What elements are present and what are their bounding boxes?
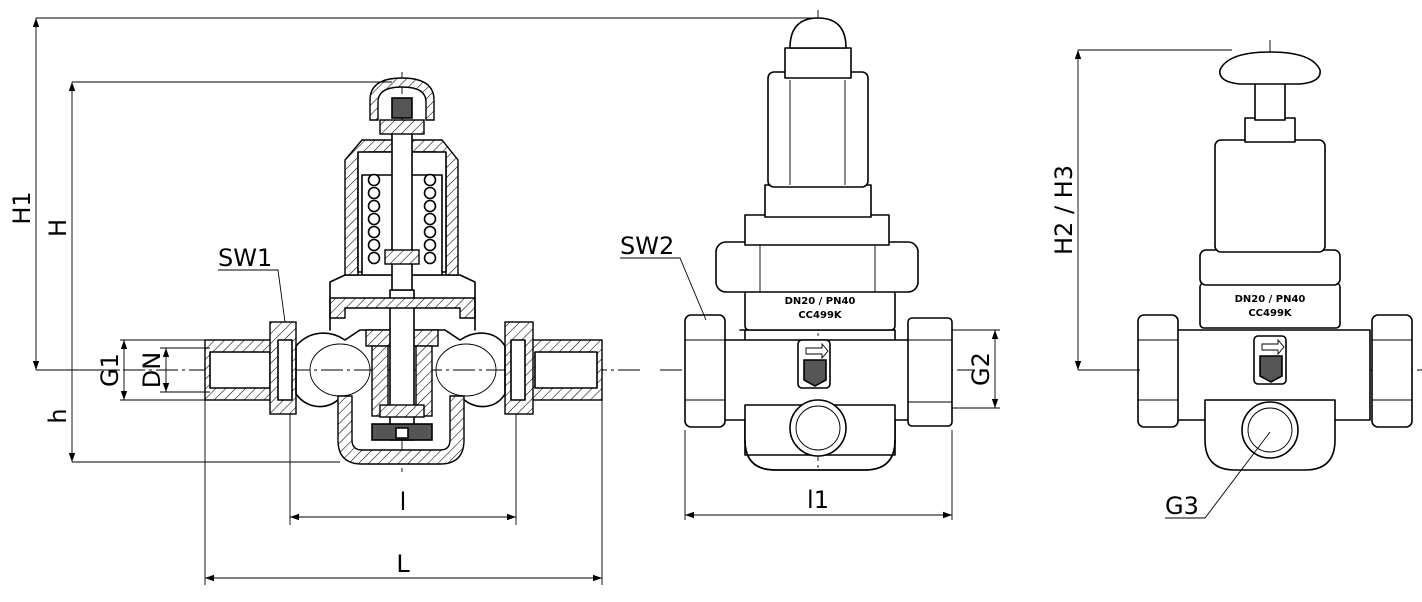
front-rating-marking: DN20 / PN40	[785, 296, 856, 307]
dim-label-L: L	[396, 550, 410, 578]
dim-label-l: l	[400, 488, 407, 516]
front-code-marking: CC499K	[798, 310, 843, 321]
section-view	[90, 72, 640, 472]
spring-coil	[367, 186, 381, 200]
dim-label-l1: l1	[807, 486, 829, 514]
dimension-arrowhead	[68, 82, 76, 91]
dim-label-H2-H3: H2 / H3	[1050, 165, 1078, 255]
dimension-arrowhead	[1074, 50, 1082, 59]
dimension-arrowhead	[32, 18, 40, 27]
spring-coil	[367, 251, 381, 265]
dimension-arrowhead	[162, 348, 170, 357]
dimension-arrowhead	[120, 391, 128, 400]
dimension-lines	[35, 17, 1271, 585]
spring-coil	[367, 225, 381, 239]
dim-label-DN: DN	[138, 352, 166, 388]
front-view	[660, 10, 975, 471]
spring-coils	[367, 173, 437, 265]
spring-coil	[423, 251, 437, 265]
dimension-arrowhead	[290, 513, 299, 521]
dim-label-G1: G1	[96, 353, 124, 387]
spring-coil	[423, 212, 437, 226]
dimension-arrowhead	[593, 574, 602, 582]
dim-label-G3: G3	[1165, 492, 1199, 520]
dim-label-SW2: SW2	[620, 232, 674, 260]
dim-label-SW1: SW1	[218, 244, 272, 272]
dimension-arrowhead	[120, 340, 128, 349]
dim-label-G2: G2	[967, 352, 995, 386]
dimension-arrowhead	[507, 513, 516, 521]
spring-coil	[367, 212, 381, 226]
dimension-arrowhead	[991, 399, 999, 408]
spring-coil	[367, 173, 381, 187]
dim-label-H: H	[44, 219, 72, 237]
dimension-arrowheads	[32, 18, 1082, 582]
dimension-arrowhead	[991, 330, 999, 339]
spring-coil	[367, 199, 381, 213]
dimension-arrowhead	[943, 511, 952, 519]
dimension-arrowhead	[162, 383, 170, 392]
dimension-arrowhead	[205, 574, 214, 582]
spring-coil	[367, 238, 381, 252]
dimension-arrowhead	[32, 361, 40, 370]
dimension-arrowhead	[1074, 361, 1082, 370]
spring-coil	[423, 225, 437, 239]
side-view	[1120, 40, 1422, 471]
spring-coil	[423, 186, 437, 200]
spring-coil	[423, 173, 437, 187]
dimension-arrowhead	[68, 453, 76, 462]
spring-coil	[423, 199, 437, 213]
dim-label-h: h	[44, 408, 72, 423]
side-code-marking: CC499K	[1248, 308, 1293, 319]
spring-coil	[423, 238, 437, 252]
dimension-arrowhead	[685, 511, 694, 519]
dim-label-H1: H1	[8, 191, 36, 224]
side-rating-marking: DN20 / PN40	[1235, 294, 1306, 305]
